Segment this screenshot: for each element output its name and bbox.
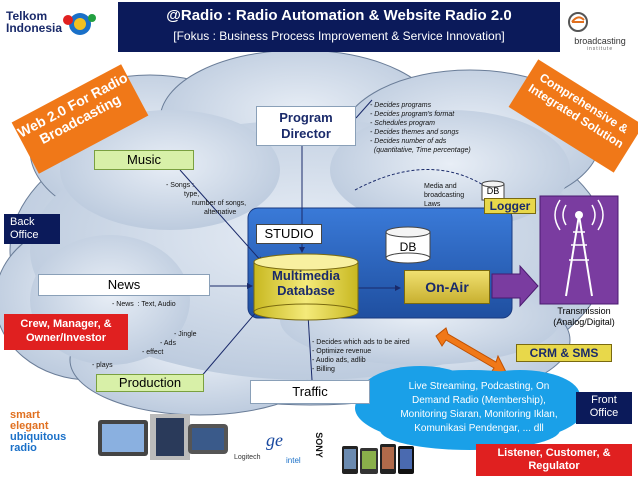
back-office-text: Back Office [10, 216, 39, 241]
prod-note-4: - plays [92, 362, 113, 369]
pd-note-4: - Decides themes and songs [370, 129, 459, 136]
pd-note-2: - Decides program's format [370, 111, 455, 118]
pd-note-6: (quantitative, Time percentage) [370, 147, 471, 154]
transmission-label: Transmission (Analog/Digital) [553, 306, 615, 327]
news-note: - News : Text, Audio [112, 301, 176, 308]
crew-label: Crew, Manager, & Owner/Investor [4, 314, 128, 350]
studio-db-cylinder [385, 226, 431, 264]
services-cloud-text: Live Streaming, Podcasting, On Demand Ra… [400, 381, 558, 434]
telkom-logo-line1: Telkom [6, 9, 48, 23]
brand-ge: ge [266, 430, 283, 450]
header-subtitle: [Fokus : Business Process Improvement & … [173, 29, 505, 43]
smart-line-4: radio [10, 442, 37, 454]
background-cloud [0, 49, 611, 416]
on-air-node: On-Air [404, 270, 490, 304]
music-note-2: type, [184, 191, 200, 198]
music-notes: - Songs : type, number of songs, alterna… [166, 181, 266, 217]
logger-note-1: Media and [424, 183, 457, 190]
traffic-notes: - Decides which ads to be aired - Optimi… [312, 338, 452, 374]
prod-note-1: - Jingle [174, 331, 197, 338]
broadcasting-logo-sub: institute [586, 46, 614, 52]
transmission-arrow [491, 264, 539, 308]
multimedia-db-label: Multimedia Database [272, 268, 340, 298]
brand-logitech: Logitech [234, 454, 261, 461]
program-director-notes: - Decides programs - Decides program's f… [370, 101, 510, 155]
broadcasting-logo-icon [568, 12, 588, 32]
header-title: @Radio : Radio Automation & Website Radi… [166, 7, 512, 24]
listener-text: Listener, Customer, & Regulator [497, 447, 611, 472]
production-node: Production [96, 374, 204, 392]
music-note-4: alternative [204, 209, 237, 216]
brand-intel: intel [286, 456, 301, 465]
music-note-3: number of songs, [192, 200, 247, 207]
pd-note-3: - Schedules program [370, 120, 435, 127]
front-office-text: Front Office [589, 394, 619, 419]
back-office-label: Back Office [4, 214, 60, 244]
logger-db-label: DB [486, 186, 500, 196]
crew-text: Crew, Manager, & Owner/Investor [20, 318, 112, 344]
smart-line-1: smart [10, 409, 40, 421]
logger-note-3: Laws [424, 201, 441, 208]
traffic-note-3: - Audio ads, adlib [312, 357, 366, 364]
music-note-1: - Songs : [166, 182, 195, 189]
traffic-note-4: - Billing [312, 366, 335, 373]
logger-node: Logger [484, 198, 536, 214]
brand-sony: SONY [313, 432, 324, 458]
crm-sms-node: CRM & SMS [516, 344, 612, 362]
header-banner: @Radio : Radio Automation & Website Radi… [118, 2, 560, 52]
telkom-logo: Telkom Indonesia [6, 10, 106, 34]
news-node: News [38, 274, 210, 296]
logger-notes: Media and broadcasting Laws [424, 182, 484, 209]
production-notes: - Jingle - Ads - effect - plays [92, 330, 222, 370]
music-node: Music [94, 150, 194, 170]
smart-line-3: ubiquitous [10, 431, 67, 443]
services-cloud [355, 366, 585, 450]
multimedia-db-cylinder [253, 253, 359, 321]
traffic-note-2: - Optimize revenue [312, 348, 372, 355]
telkom-logo-icon [63, 13, 96, 35]
telkom-logo-line2: Indonesia [6, 21, 63, 35]
broadcasting-logo-main: broadcasting [574, 36, 626, 46]
prod-note-2: - Ads [160, 340, 176, 347]
studio-label: STUDIO [256, 224, 322, 244]
pd-note-1: - Decides programs [370, 102, 432, 109]
studio-db-label: DB [399, 240, 417, 254]
program-director-node: Program Director [256, 106, 356, 146]
smart-radio-logo: smart elegant ubiquitous radio [10, 410, 100, 454]
program-director-label: Program Director [279, 110, 333, 141]
antenna-tower [539, 195, 619, 305]
prod-note-3: - effect [142, 349, 164, 356]
traffic-node: Traffic [250, 380, 370, 404]
pd-note-5: - Decides number of ads [370, 138, 447, 145]
logger-db-cylinder [481, 180, 505, 201]
listener-label: Listener, Customer, & Regulator [476, 444, 632, 476]
front-office-label: Front Office [576, 392, 632, 424]
logger-note-2: broadcasting [424, 192, 465, 199]
traffic-note-1: - Decides which ads to be aired [312, 339, 410, 346]
smart-line-2: elegant [10, 420, 49, 432]
device-images [98, 414, 414, 474]
broadcasting-logo: broadcasting institute [564, 36, 636, 52]
